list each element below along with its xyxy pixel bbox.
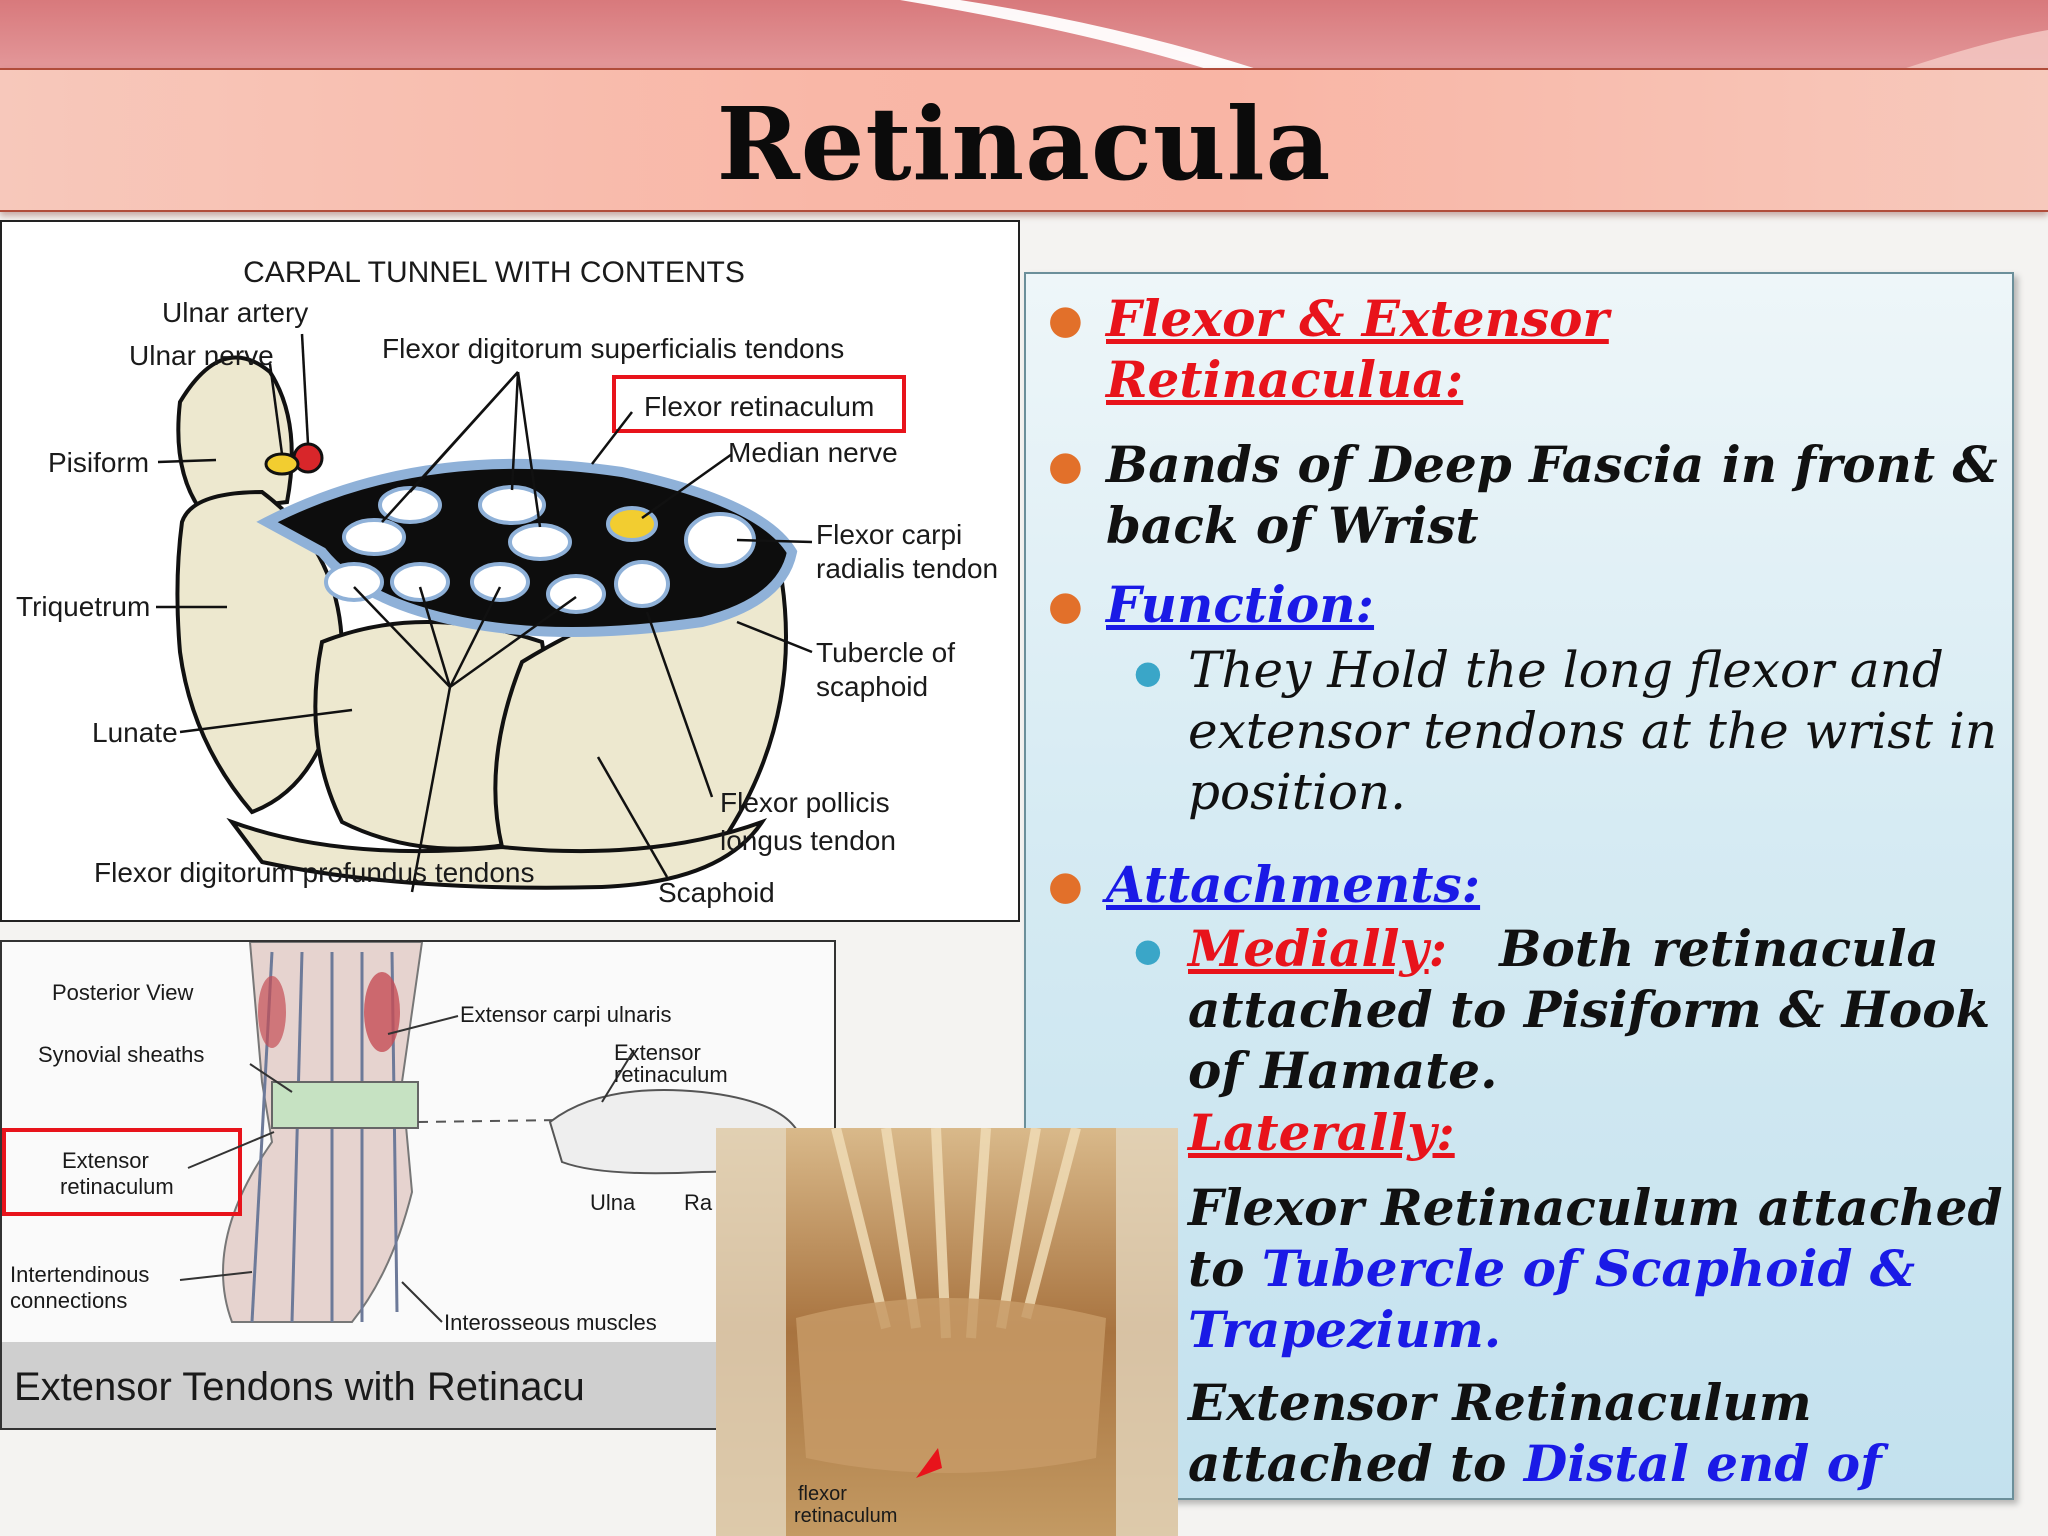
bullet-bands: Bands of Deep Fascia in front & back of … xyxy=(1106,435,1998,555)
carpal-tunnel-figure: CARPAL TUNNEL WITH CONTENTS xyxy=(0,220,1020,922)
top-decorative-band xyxy=(0,0,2048,70)
bullet-icon: ● xyxy=(1048,583,1083,629)
content-panel: ● Flexor & Extensor Retinaculua: ● Bands… xyxy=(1024,272,2014,1500)
carpal-tunnel-diagram: CARPAL TUNNEL WITH CONTENTS xyxy=(16,256,998,908)
extensor-retinaculum-band xyxy=(271,1081,419,1129)
label-fcr-line1: Flexor carpi xyxy=(816,519,962,550)
label-fds-tendons: Flexor digitorum superficialis tendons xyxy=(382,333,844,364)
label-ext-ret-box-line2: retinaculum xyxy=(60,1174,174,1199)
label-tubercle-line2: scaphoid xyxy=(816,671,928,702)
sub-bullet-icon: ● xyxy=(1134,653,1162,691)
bullet-icon: ● xyxy=(1048,443,1083,489)
flexor-retinaculum-highlight-box xyxy=(612,375,906,433)
label-ulna: Ulna xyxy=(590,1190,636,1215)
label-ext-ret-right-line1: Extensor xyxy=(614,1040,701,1065)
label-flexor-retinaculum: Flexor retinaculum xyxy=(644,391,874,422)
label-scaphoid: Scaphoid xyxy=(658,877,775,908)
label-synovial-sheaths: Synovial sheaths xyxy=(38,1042,204,1067)
label-pisiform: Pisiform xyxy=(48,447,149,478)
slide-title: Retinacula xyxy=(716,85,1332,203)
bullet-attachments: Attachments: xyxy=(1106,855,1481,914)
label-tubercle-line1: Tubercle of xyxy=(816,637,955,668)
photo-label-line2: retinaculum xyxy=(794,1505,897,1527)
extensor-retinaculum-highlight-box xyxy=(2,1128,242,1216)
label-lunate: Lunate xyxy=(92,717,178,748)
label-fpl-line1: Flexor pollicis xyxy=(720,787,890,818)
bullet-function: Function: xyxy=(1106,575,1375,634)
extensor-tendons-diagram: Posterior View Extensor carpi ulnaris Sy… xyxy=(2,942,834,1428)
sub-bullet-icon: ● xyxy=(1134,931,1162,969)
label-fdp-tendons: Flexor digitorum profundus tendons xyxy=(94,857,534,888)
sub-bullet-medially: Medially: Both retinacula attached to Pi… xyxy=(1188,919,1991,1100)
label-interosseous: Interosseous muscles xyxy=(444,1310,657,1335)
label-fcr-line2: radialis tendon xyxy=(816,553,998,584)
label-median-nerve: Median nerve xyxy=(728,437,898,468)
bullet-icon: ● xyxy=(1048,863,1083,909)
triquetrum-bone xyxy=(175,489,345,815)
top-swoosh-graphic xyxy=(900,0,2048,70)
sub-bullet-laterally: Laterally: Flexor Retinaculum attached t… xyxy=(1188,1103,2003,1493)
label-intertendinous-line1: Intertendinous xyxy=(10,1262,149,1287)
label-posterior-view: Posterior View xyxy=(52,980,194,1005)
bullet-retinaculua: Flexor & Extensor Retinaculua: xyxy=(1106,289,1609,409)
extensor-figure-caption: Extensor Tendons with Retinacu xyxy=(14,1365,585,1409)
dissection-photo-graphic: flexor retinaculum xyxy=(716,1128,1178,1536)
sub-bullet-function-text: They Hold the long flexor and extensor t… xyxy=(1188,641,1998,821)
label-ulnar-artery: Ulnar artery xyxy=(162,297,308,328)
label-radius: Ra xyxy=(684,1190,713,1215)
pisiform-bone xyxy=(176,355,294,515)
title-bar: Retinacula xyxy=(0,68,2048,212)
label-ext-ret-right-line2: retinaculum xyxy=(614,1062,728,1087)
photo-label-line1: flexor xyxy=(798,1483,847,1505)
bullet-icon: ● xyxy=(1048,297,1083,343)
carpal-heading: CARPAL TUNNEL WITH CONTENTS xyxy=(243,256,745,289)
label-ulnar-nerve: Ulnar nerve xyxy=(129,340,274,371)
label-triquetrum: Triquetrum xyxy=(16,591,150,622)
label-intertendinous-line2: connections xyxy=(10,1288,127,1313)
label-ext-ret-box-line1: Extensor xyxy=(62,1148,149,1173)
label-fpl-line2: longus tendon xyxy=(720,825,896,856)
extensor-tendons-figure: Posterior View Extensor carpi ulnaris Sy… xyxy=(0,940,836,1430)
dissection-photo: flexor retinaculum xyxy=(716,1128,1178,1536)
label-ext-carpi-ulnaris: Extensor carpi ulnaris xyxy=(460,1002,672,1027)
lower-bone-edge xyxy=(226,817,768,890)
